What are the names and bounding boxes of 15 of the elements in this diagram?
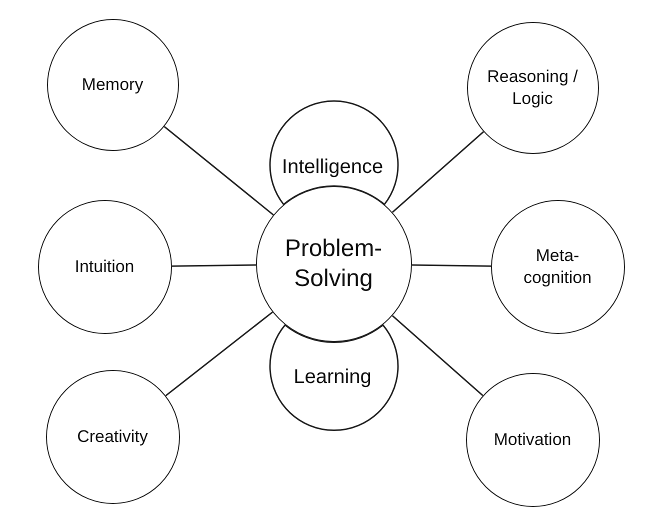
connector-line	[392, 315, 484, 396]
connector-line	[172, 264, 256, 267]
connector-line	[164, 126, 274, 216]
connector-line	[392, 131, 484, 213]
concept-label: Reasoning / Logic	[486, 66, 579, 109]
concept-label: Memory	[80, 74, 144, 96]
concept-label: Intelligence	[280, 154, 384, 180]
concept-label: Learning	[292, 365, 372, 390]
concept-label: Intuition	[74, 256, 136, 278]
concept-label: Problem- Solving	[284, 234, 384, 294]
connector-line	[412, 264, 492, 267]
concept-label: Meta- cognition	[522, 245, 593, 288]
concept-label: Motivation	[492, 428, 572, 450]
concept-label: Creativity	[76, 426, 149, 448]
connector-line	[165, 311, 274, 396]
